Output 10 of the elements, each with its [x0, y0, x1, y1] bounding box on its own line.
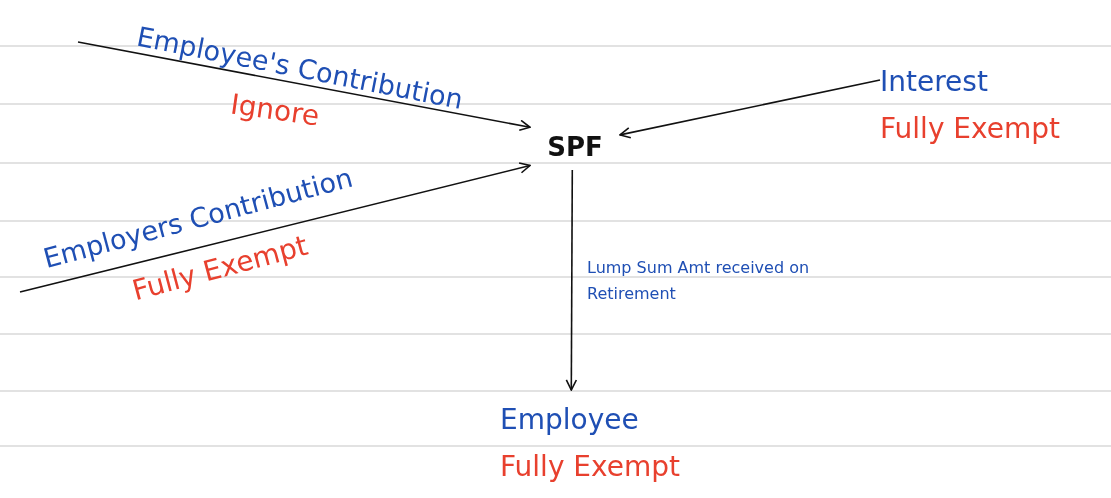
arrow: [77, 41, 531, 132]
arrow: [565, 169, 578, 391]
node-title: Employee: [500, 401, 639, 437]
arrow: [19, 162, 531, 293]
edge-label: Lump Sum Amt received on Retirement: [587, 257, 811, 305]
node-title: Interest: [880, 64, 988, 99]
node-title: SPF: [547, 131, 603, 164]
tax-status: Fully Exempt: [880, 111, 1060, 146]
tax-status: Fully Exempt: [500, 448, 680, 484]
arrow: [619, 79, 881, 139]
